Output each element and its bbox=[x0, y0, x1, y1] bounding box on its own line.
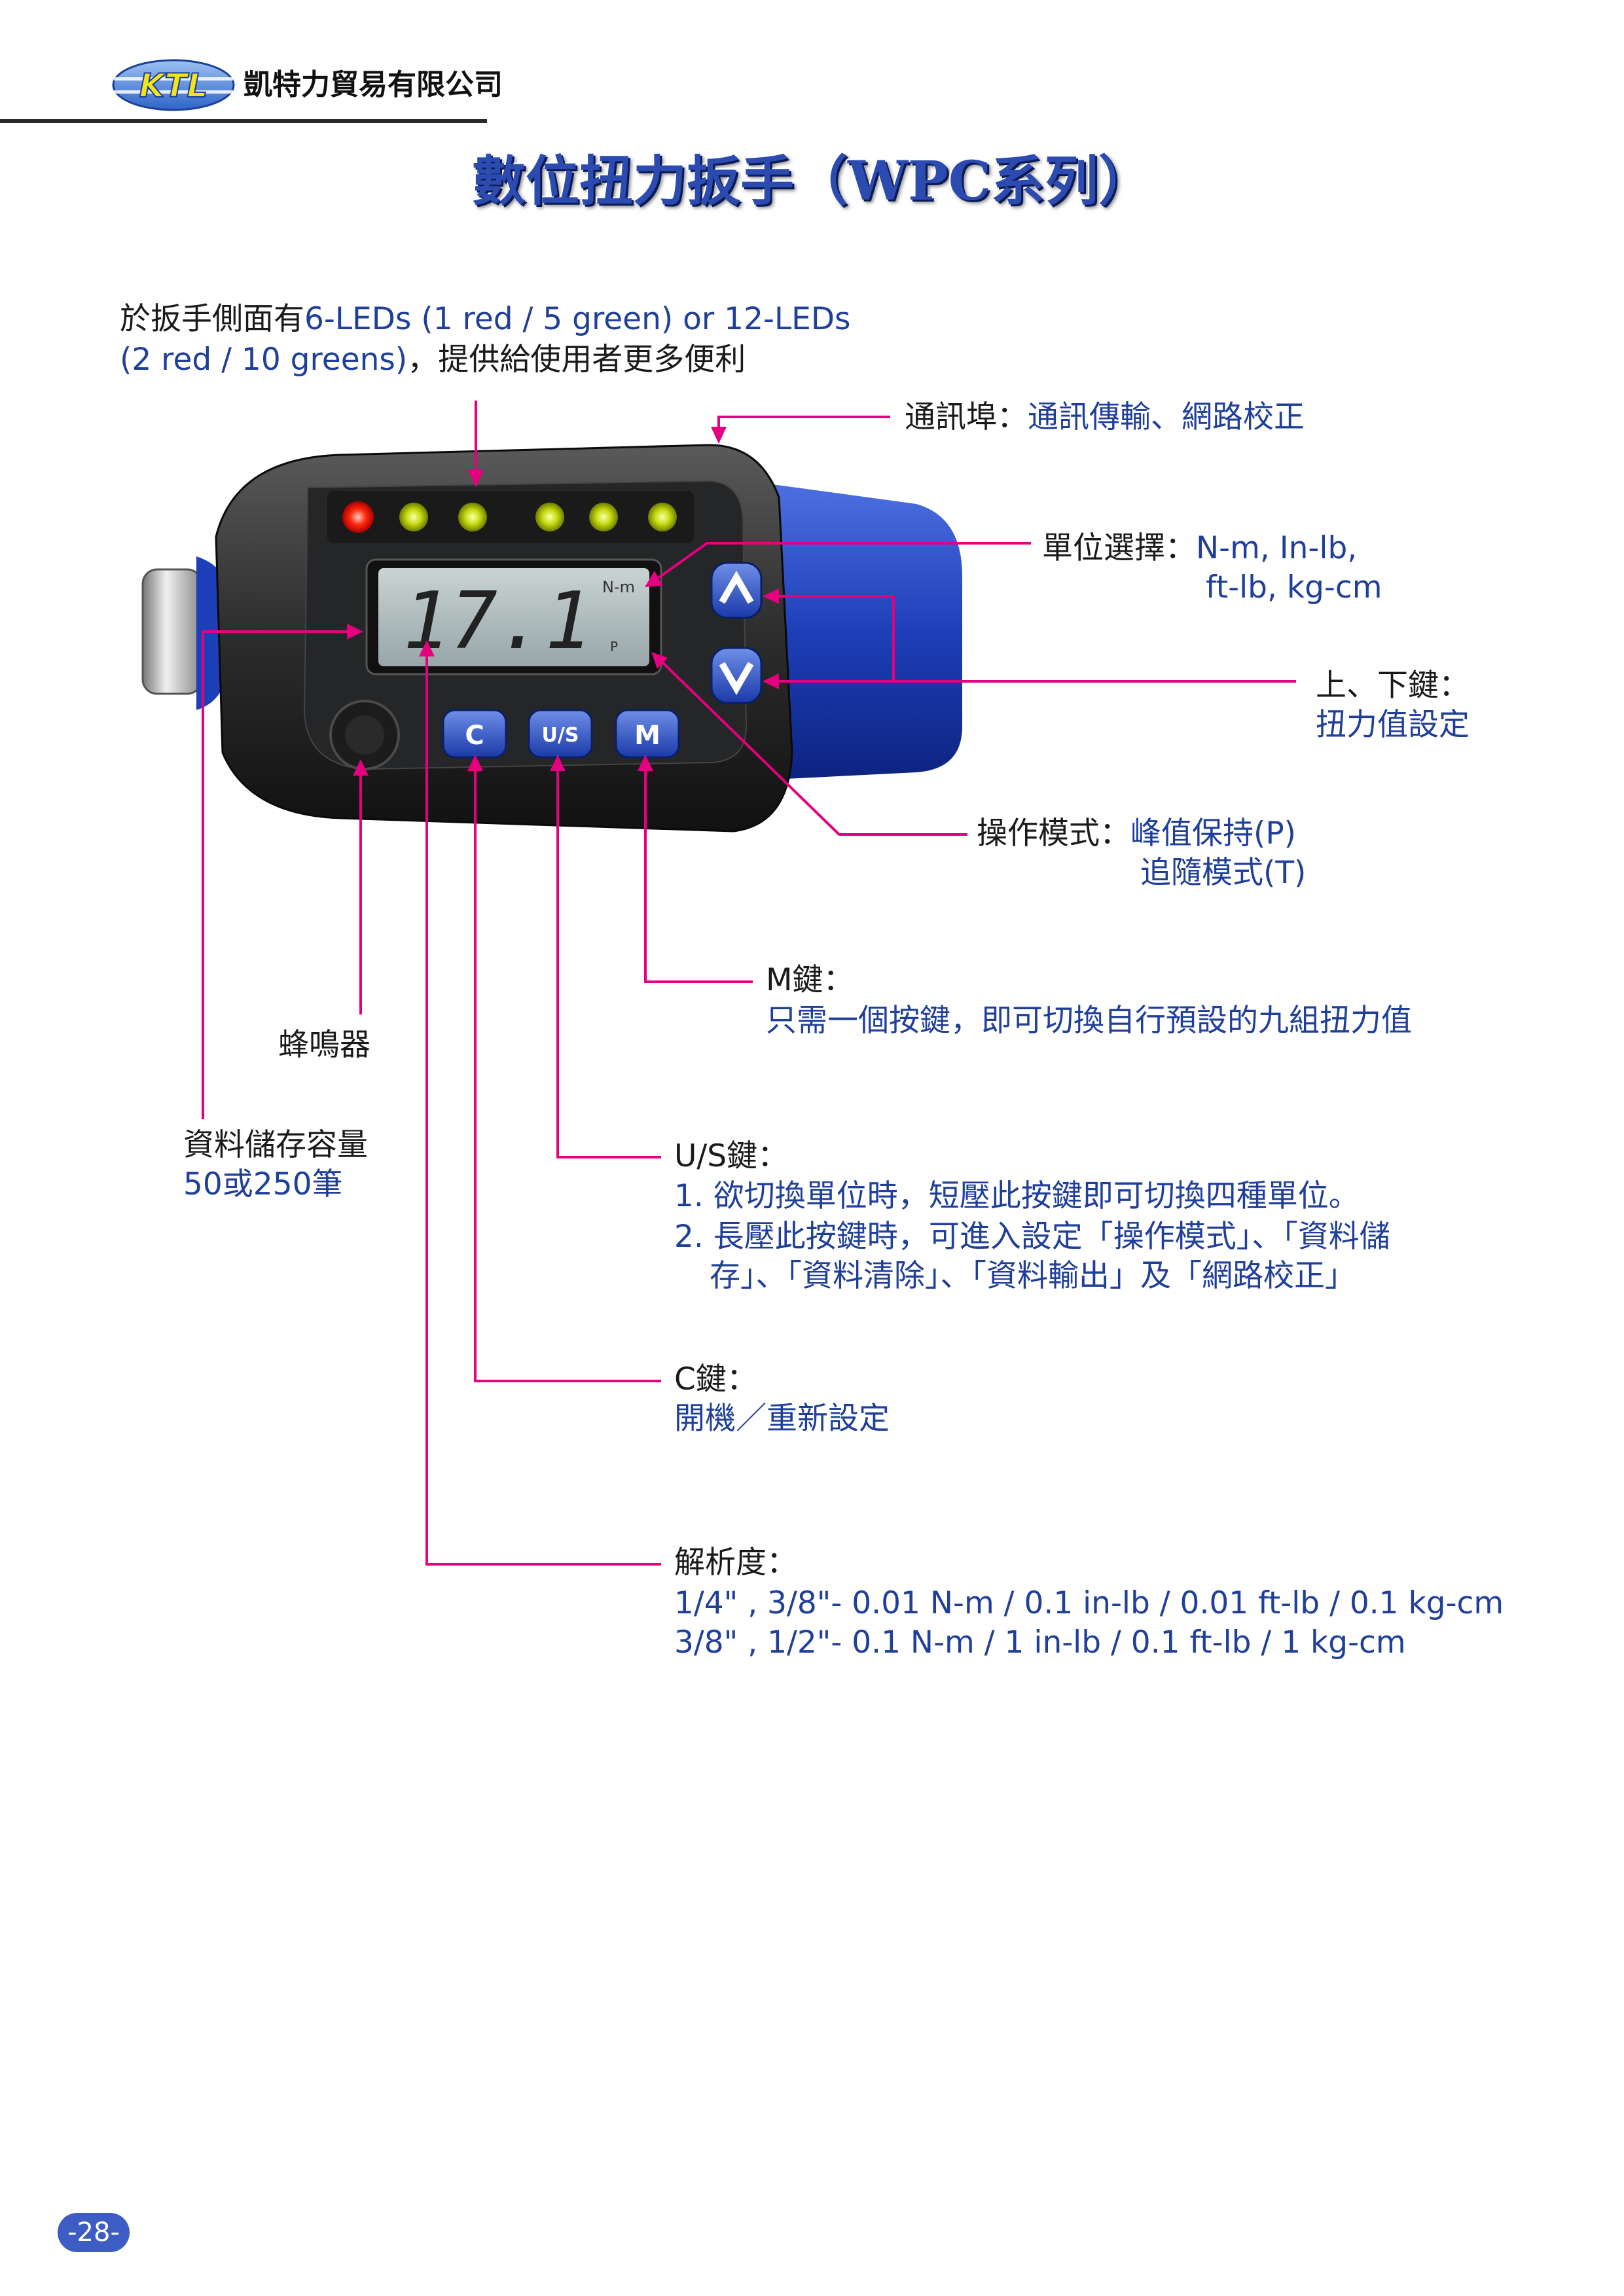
page-title: 數位扭力扳手（WPC系列） bbox=[471, 150, 1152, 213]
header-divider bbox=[0, 119, 487, 123]
callout-m-key-value: 只需一個按鍵，即可切換自行預設的九組扭力值 bbox=[766, 1003, 1412, 1039]
torque-wrench-illustration: 17.1 N-m P C U/S M bbox=[141, 444, 962, 833]
lcd-value: 17.1 bbox=[403, 576, 592, 667]
us-button bbox=[528, 709, 593, 759]
svg-text:M: M bbox=[634, 721, 660, 751]
callout-us-key-line3: 存」、「資料清除」、「資料輸出」及「網路校正」 bbox=[710, 1258, 1356, 1294]
svg-text:C: C bbox=[465, 721, 484, 751]
led-green bbox=[399, 503, 428, 531]
callout-us-key-line1: 1. 欲切換單位時，短壓此按鍵即可切換四種單位。 bbox=[674, 1178, 1360, 1214]
callout-mode-line2: 追隨模式(T) bbox=[1140, 855, 1307, 891]
up-button bbox=[710, 562, 763, 619]
chevron-up-icon bbox=[719, 571, 754, 604]
lcd-screen bbox=[378, 568, 649, 666]
svg-text:U/S: U/S bbox=[542, 724, 579, 747]
led-green bbox=[535, 503, 564, 531]
callout-unit-select-line2: ft-lb, kg-cm bbox=[1206, 569, 1382, 605]
callout-leds-line2: (2 red / 10 greens)，提供給使用者更多便利 bbox=[120, 342, 746, 378]
lcd-unit: N-m bbox=[602, 578, 635, 596]
callout-port: 通訊埠：通訊傳輸、網路校正 bbox=[905, 399, 1305, 435]
callout-updown-label: 上、下鍵： bbox=[1316, 668, 1470, 704]
svg-text:KTL: KTL bbox=[139, 67, 208, 105]
callout-buzzer: 蜂鳴器 bbox=[278, 1027, 370, 1063]
callout-resolution-line1: 1/4" , 3/8"- 0.01 N-m / 0.1 in-lb / 0.01… bbox=[674, 1585, 1504, 1621]
led-green bbox=[648, 503, 677, 531]
led-green bbox=[458, 503, 487, 531]
company-name: 凱特力貿易有限公司 bbox=[244, 68, 503, 101]
company-logo: KTL bbox=[112, 59, 235, 111]
m-button bbox=[615, 709, 680, 759]
chevron-down-icon bbox=[719, 662, 754, 695]
callout-storage-value: 50或250筆 bbox=[183, 1166, 343, 1202]
callout-us-key-line2: 2. 長壓此按鍵時，可進入設定「操作模式」、「資料儲 bbox=[674, 1219, 1390, 1255]
callout-c-key-label: C鍵： bbox=[674, 1361, 757, 1397]
callout-m-key-label: M鍵： bbox=[766, 962, 854, 998]
lcd-mode: P bbox=[610, 639, 618, 655]
callout-storage-label: 資料儲存容量 bbox=[183, 1127, 368, 1163]
page-number: -28- bbox=[58, 2213, 130, 2252]
callout-resolution-line2: 3/8" , 1/2"- 0.1 N-m / 1 in-lb / 0.1 ft-… bbox=[674, 1624, 1406, 1660]
callout-leds-line1: 於扳手側面有6-LEDs (1 red / 5 green) or 12-LED… bbox=[120, 301, 851, 337]
callout-updown-value: 扭力值設定 bbox=[1316, 707, 1470, 743]
callout-mode: 操作模式：峰值保持(P) bbox=[977, 816, 1297, 852]
callout-us-key-label: U/S鍵： bbox=[674, 1138, 789, 1174]
down-button bbox=[710, 647, 763, 704]
led-red bbox=[342, 501, 374, 533]
callout-resolution-label: 解析度： bbox=[674, 1545, 797, 1581]
led-green bbox=[589, 503, 618, 531]
callout-c-key-value: 開機／重新設定 bbox=[674, 1401, 890, 1437]
callout-unit-select: 單位選擇：N-m, In-lb, bbox=[1042, 530, 1358, 566]
